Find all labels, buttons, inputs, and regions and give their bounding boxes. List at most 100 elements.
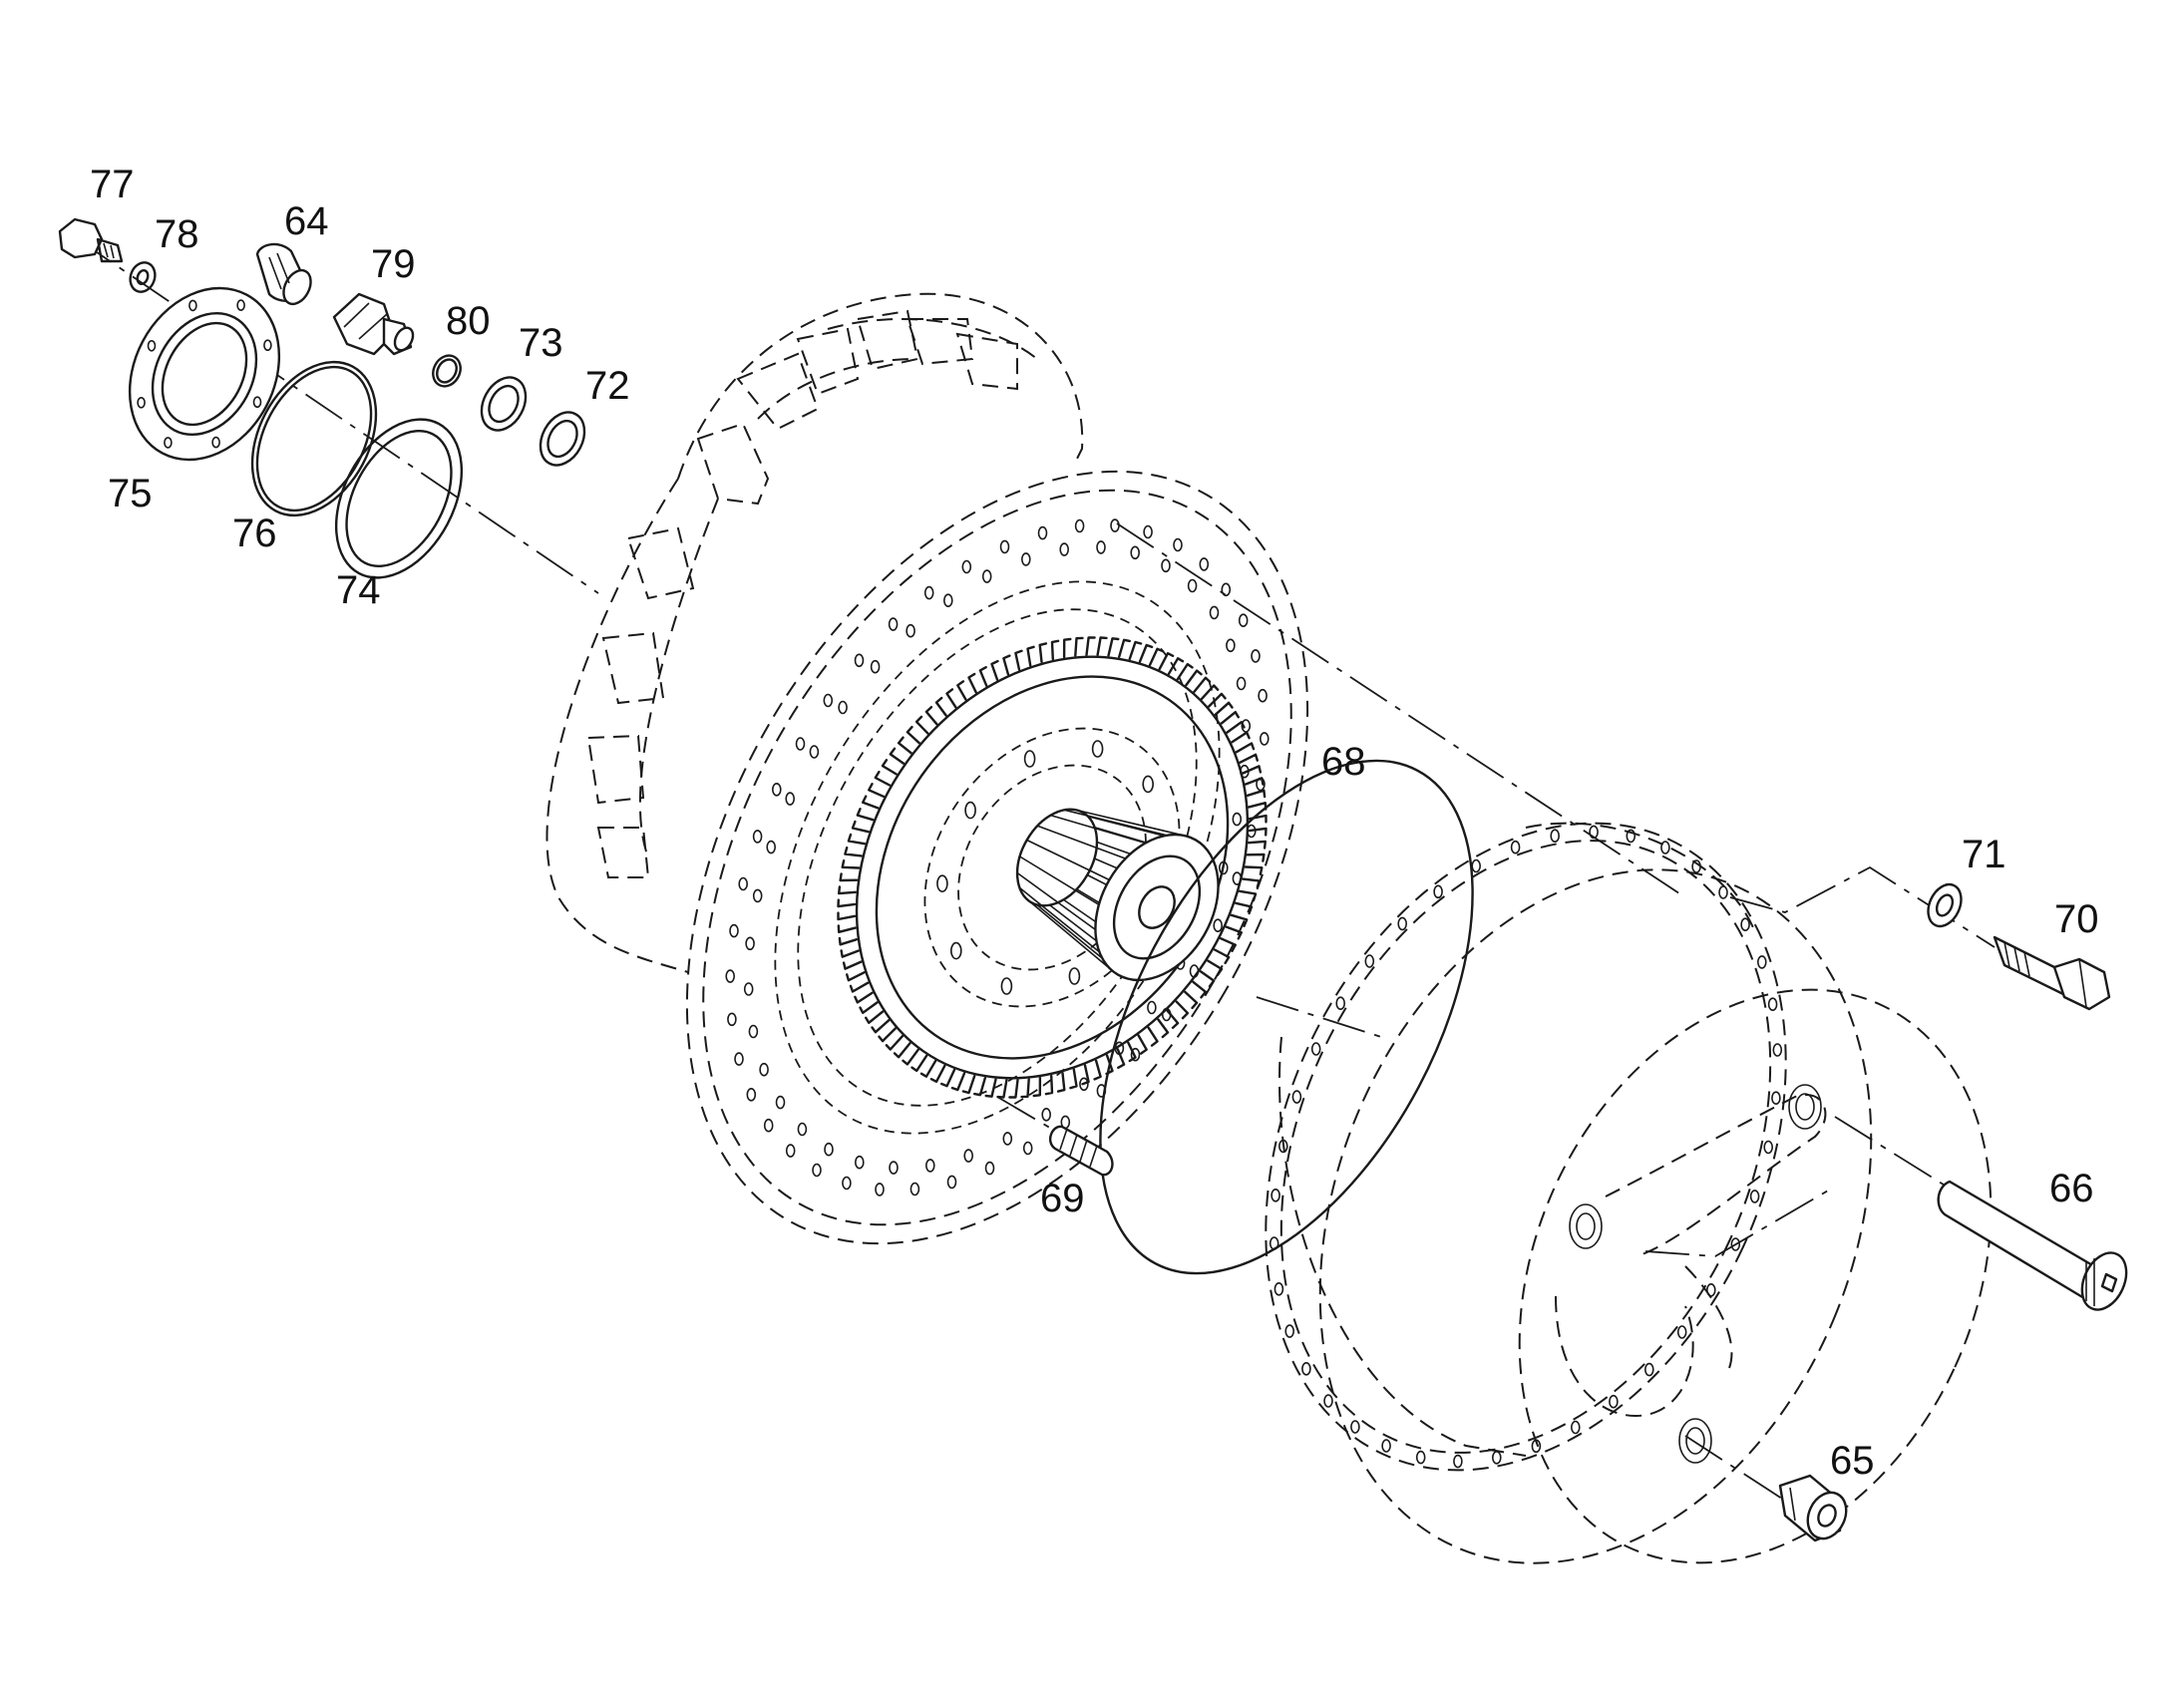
seal-ring-74: [334, 418, 464, 579]
bolt-hole-icon: [1187, 578, 1198, 593]
hub-hole-icon: [1142, 775, 1154, 794]
spline-line: [1016, 871, 1096, 931]
drum-hole-icon: [1453, 1454, 1463, 1469]
bolt-hole-icon: [1232, 812, 1243, 827]
bolt-hole-icon: [797, 1122, 808, 1137]
bolt-hole-icon: [854, 653, 865, 668]
drum-hole-icon: [1415, 1450, 1426, 1465]
callout-68: 68: [1321, 740, 1366, 784]
callout-78: 78: [155, 212, 199, 256]
drum-hole-icon: [1589, 825, 1599, 840]
hub-hole-icon: [964, 801, 976, 820]
bolt-hole-icon: [1173, 537, 1183, 552]
bolt-hole-icon: [999, 539, 1010, 554]
bolt-hole-icon: [823, 693, 834, 708]
hub-hole-icon: [936, 874, 948, 893]
bolt-hole-icon: [1041, 1108, 1051, 1122]
drum-hole-icon: [1271, 1189, 1280, 1202]
drum-hole-icon: [1571, 1420, 1581, 1435]
bolt-hole-icon: [785, 1144, 796, 1158]
bolt-hole-icon: [1110, 518, 1120, 532]
drum-hole-icon: [1364, 954, 1375, 968]
bolt-77: [58, 217, 124, 263]
drum-hole-icon: [1730, 1237, 1741, 1251]
bolt-hole-icon: [889, 1161, 899, 1175]
drum-hole-icon: [1492, 1451, 1502, 1465]
flange-hole-icon: [211, 436, 220, 449]
drum-hole-icon: [1772, 1043, 1783, 1057]
bolt-hole-icon: [812, 1163, 822, 1178]
callout-73: 73: [519, 321, 563, 365]
bolt-hole-icon: [1079, 1077, 1089, 1092]
bolt-hole-icon: [748, 1024, 759, 1039]
flange-hole-icon: [263, 339, 272, 352]
spline-line: [1019, 855, 1100, 905]
bolt-hole-icon: [1236, 676, 1247, 691]
splined-shaft: [1015, 808, 1220, 982]
bolt-hole-icon: [1130, 1047, 1141, 1062]
o-ring-68: [1099, 759, 1474, 1275]
bolt-hole-icon: [1021, 552, 1031, 566]
drum-hole-icon: [1381, 1439, 1391, 1453]
drum-hole-icon: [1278, 1139, 1288, 1154]
drum-hole-icon: [1771, 1091, 1781, 1105]
hub-hole-icon: [1000, 977, 1013, 995]
bolt-hole-icon: [752, 830, 763, 844]
callout-labels: 77 78 64 79 80 73 72 75 76 74 68 71 70 6…: [90, 163, 2099, 1483]
drum-hole-icon: [1609, 1394, 1619, 1409]
drum-hole-icon: [1660, 841, 1670, 854]
bolt-hole-icon: [842, 1176, 852, 1191]
bolt-hole-icon: [1258, 688, 1268, 703]
drum-hole-icon: [1626, 829, 1636, 844]
plug-64: [255, 242, 312, 306]
spline-line: [1037, 825, 1126, 859]
callout-75: 75: [108, 472, 153, 515]
spline-line: [1018, 886, 1100, 953]
hub-hole-icon: [1091, 740, 1104, 758]
disc-bolt-holes: [725, 518, 1270, 1196]
bolt-hole-icon: [1221, 582, 1232, 597]
drum-hole-icon: [1767, 997, 1778, 1012]
drum-hole-icon: [1706, 1283, 1716, 1297]
drum-hole-icon: [1433, 884, 1443, 899]
bolt-70: [1993, 935, 2111, 1011]
flange-hole-icon: [236, 299, 245, 311]
drum-hole-icon: [1350, 1420, 1360, 1434]
callout-77: 77: [90, 163, 135, 206]
bolt-hole-icon: [1002, 1132, 1013, 1146]
cover-drum: [1265, 822, 1993, 1564]
bolt-hole-icon: [838, 700, 848, 715]
callout-74: 74: [336, 568, 381, 612]
ring-gear-carrier-disc: [685, 470, 1309, 1245]
bolt-hole-icon: [875, 1183, 885, 1196]
bolt-hole-icon: [775, 1095, 786, 1110]
bolt-hole-icon: [771, 782, 782, 797]
bolt-hole-icon: [984, 1161, 995, 1176]
bolt-hole-icon: [1213, 918, 1223, 933]
flange-hole-icon: [188, 299, 197, 312]
bolt-hole-icon: [909, 1182, 920, 1196]
bolt-hole-icon: [1037, 525, 1048, 540]
spline-line: [1025, 897, 1111, 970]
bolt-hole-icon: [746, 1088, 757, 1102]
callout-72: 72: [585, 364, 630, 408]
bolt-hole-icon: [1096, 540, 1106, 554]
bolt-hole-icon: [759, 1062, 769, 1077]
callout-80: 80: [446, 299, 491, 343]
gear-teeth: [837, 636, 1268, 1099]
hub-hole-icon: [1068, 967, 1081, 985]
bolt-hole-icon: [870, 659, 881, 674]
washer-78: [129, 261, 157, 293]
bolt-hole-icon: [1022, 1141, 1033, 1156]
washer-71: [1927, 882, 1963, 928]
bolt-hole-icon: [961, 559, 972, 574]
bolt-hole-icon: [1130, 545, 1140, 560]
bolt-hole-icon: [963, 1149, 974, 1163]
drum-hole-icon: [1676, 1325, 1687, 1339]
bolt-hole-icon: [785, 792, 796, 806]
bolt-hole-icon: [725, 969, 736, 983]
pin-69: [1048, 1125, 1114, 1177]
bolt-hole-icon: [795, 737, 806, 751]
drum-hole-icon: [1531, 1439, 1542, 1454]
